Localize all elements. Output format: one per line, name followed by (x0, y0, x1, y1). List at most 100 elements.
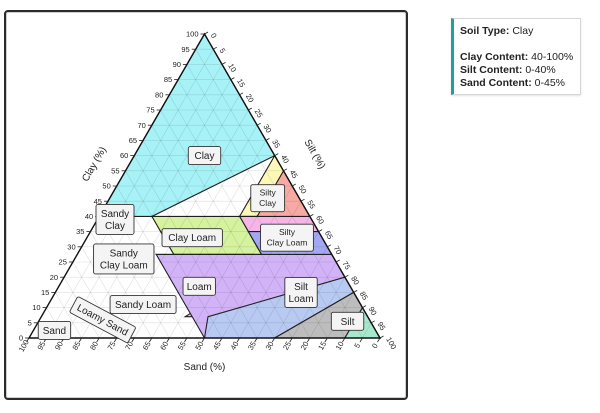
sand-tick-label: 15 (316, 340, 328, 352)
clay-tick-label: 45 (94, 197, 102, 206)
silt-tick (371, 320, 375, 324)
clay-tick-label: 80 (155, 90, 163, 99)
clay-tick-label: 50 (102, 182, 110, 191)
silt-tick (274, 153, 279, 156)
clay-tick-label: 40 (85, 212, 93, 221)
silt-tick (256, 122, 261, 126)
soil-info-card: Soil Type: Clay Clay Content: 40-100% Si… (451, 18, 581, 95)
region-label-loam: Loam (182, 276, 216, 296)
sand-tick (254, 337, 258, 343)
region-label-text: Clay (105, 221, 125, 232)
region-label-box (161, 228, 223, 248)
silt-tick-label: 90 (367, 305, 379, 317)
region-label-text: Sandy Loam (115, 300, 171, 311)
sand-tick-label: 0 (370, 342, 380, 350)
sand-tick (219, 337, 223, 343)
sand-tick-label: 5 (352, 342, 362, 350)
sand-tick (306, 337, 311, 343)
region-label-text: Sandy (101, 209, 129, 220)
tick-layer: 0510152025303540455055606570758085909510… (17, 30, 399, 354)
silt-tick-label: 45 (288, 168, 300, 180)
clay-tick-label: 25 (59, 258, 67, 267)
silt-tick-label: 40 (279, 153, 291, 165)
sand-tick (96, 337, 100, 343)
clay-tick-label: 30 (67, 242, 75, 251)
silt-tick (248, 107, 253, 111)
silt-tick (283, 168, 288, 172)
sand-tick-label: 80 (88, 340, 100, 352)
sand-tick-label: 55 (176, 340, 188, 352)
region-label-clay-loam: Clay Loam (161, 228, 223, 248)
silt-axis-title: Silt (%) (302, 138, 328, 171)
sand-tick (113, 337, 118, 343)
region-label-text: Silt (294, 282, 308, 293)
region-label-text: Sand (43, 326, 66, 337)
region-label-box (69, 296, 136, 343)
grid-line (63, 64, 223, 339)
soil-type-value: Clay (512, 25, 534, 37)
grid-line (55, 292, 82, 339)
clay-tick-label: 0 (19, 334, 23, 343)
sand-tick (201, 337, 205, 343)
region-label-box (330, 311, 365, 331)
silt-tick-label: 0 (209, 32, 219, 40)
clay-content-label: Clay Content: (460, 51, 529, 63)
clay-tick-label: 35 (76, 227, 84, 236)
clay-tick-label: 60 (120, 151, 128, 160)
sand-tick (289, 337, 293, 343)
region-label-sandy-loam: Sandy Loam (109, 295, 177, 315)
sand-tick-label: 20 (299, 340, 311, 352)
silt-tick-label: 15 (235, 77, 247, 89)
clay-tick-label: 15 (41, 288, 49, 297)
sand-tick-label: 85 (71, 340, 83, 352)
clay-content-row: Clay Content: 40-100% (460, 51, 573, 64)
region-label-box (109, 295, 177, 315)
region-label-box (284, 276, 318, 308)
silt-content-value: 0-40% (525, 64, 556, 76)
region-label-text: Clay (194, 151, 214, 162)
sand-tick (131, 337, 135, 343)
sand-tick-label: 25 (281, 340, 293, 352)
sand-tick (359, 337, 363, 343)
sand-tick (324, 337, 328, 343)
clay-axis-title: Clay (%) (80, 145, 109, 184)
region-label-box (95, 203, 135, 235)
region-label-text: Silt (341, 317, 355, 328)
sand-tick (149, 337, 153, 343)
silt-tick (230, 77, 235, 80)
sand-tick (236, 337, 240, 343)
sand-tick-label: 90 (53, 340, 65, 352)
region-label-silt: Silt (330, 311, 365, 331)
sand-tick (377, 337, 381, 343)
region-label-box (93, 243, 155, 275)
grid-line (46, 49, 214, 339)
region-label-clay: Clay (187, 146, 222, 166)
silt-tick-label: 70 (332, 244, 344, 256)
silt-tick-label: 30 (261, 123, 273, 135)
sand-tick-label: 95 (35, 340, 47, 352)
silt-tick (265, 138, 270, 141)
silt-tick (362, 305, 367, 308)
silt-tick-label: 60 (314, 214, 326, 226)
silt-tick-label: 100 (384, 336, 398, 351)
region-label-sand: Sand (37, 320, 72, 340)
silt-tick-label: 55 (305, 199, 317, 211)
clay-tick-label: 10 (32, 303, 40, 312)
sand-tick-label: 60 (158, 340, 170, 352)
region-label-text: Loam (289, 294, 314, 305)
soil-type-label: Soil Type: (460, 25, 510, 37)
clay-tick-label: 95 (181, 45, 189, 54)
clay-tick-label: 70 (138, 121, 146, 130)
region-label-box (187, 146, 222, 166)
grid-line (362, 322, 372, 339)
silt-tick-label: 80 (349, 275, 361, 287)
silt-tick (239, 92, 244, 96)
soil-type-row: Soil Type: Clay (460, 25, 572, 38)
region-label-text: Sandy (110, 248, 138, 259)
silt-tick (344, 274, 349, 278)
silt-tick (335, 259, 340, 263)
